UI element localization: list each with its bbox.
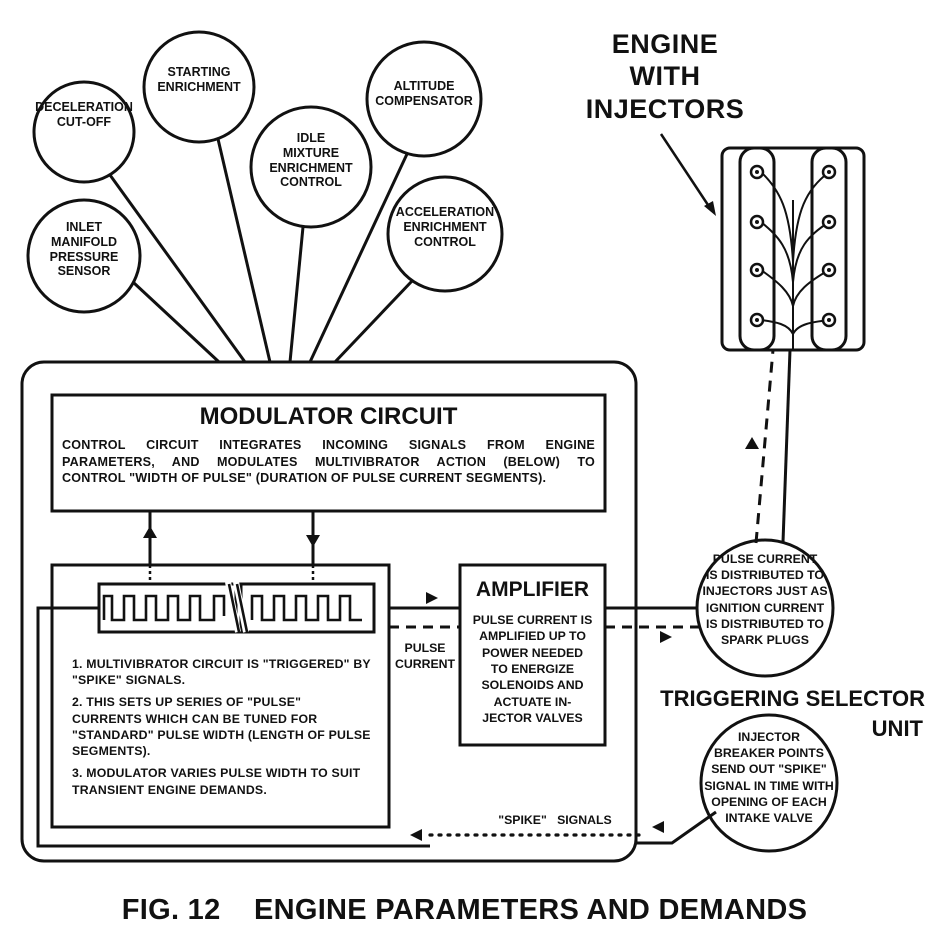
sensor-circle-deceleration	[32, 80, 136, 184]
amplifier-box	[458, 563, 607, 747]
multivibrator-text: 1. MULTIVIBRATOR CIRCUIT IS "TRIGGERED" …	[72, 657, 371, 797]
engine-bank-left	[738, 146, 776, 352]
sensor-line-starting	[216, 138, 272, 363]
modulator-text: CONTROL CIRCUIT INTEGRATES INCOMING SIGN…	[62, 438, 595, 486]
sensor-line-altitude	[308, 153, 409, 363]
pulse-waveform-box	[97, 582, 243, 634]
multivibrator-box	[50, 563, 391, 829]
spike-signals-label: "SPIKE" SIGNALS	[498, 813, 612, 827]
sensor-circle-altitude	[365, 40, 483, 158]
arrow-left-icon	[410, 829, 422, 841]
sensor-line-deceleration	[108, 174, 247, 363]
arrow-right-icon	[660, 631, 672, 643]
arrow-right-icon	[426, 592, 438, 604]
arrow-down-icon	[306, 535, 320, 547]
sensor-circle-inlet	[26, 198, 142, 314]
selector-label: TRIGGERING SELECTOR UNIT	[660, 686, 925, 741]
engine-bank-right	[810, 146, 848, 352]
arrow-up-icon	[745, 437, 759, 449]
modulator-title: MODULATOR CIRCUIT	[199, 403, 458, 430]
sensor-circle-idle	[249, 105, 373, 229]
outer-housing	[20, 360, 638, 863]
sensor-circle-acceleration	[386, 175, 504, 293]
sensor-line-inlet	[132, 281, 221, 364]
sensor-line-idle	[288, 226, 305, 363]
arrow-left-icon	[652, 821, 664, 833]
pulse-waveform	[102, 594, 362, 622]
figure-caption: FIG. 12 ENGINE PARAMETERS AND DEMANDS	[121, 894, 808, 926]
distribution-circle	[695, 538, 835, 678]
spike-return-line	[36, 606, 430, 848]
arrow-up-icon	[143, 526, 157, 538]
breaker-circle	[699, 713, 839, 853]
arrow-head-engine	[704, 201, 716, 216]
amplifier-title: AMPLIFIER	[475, 578, 590, 601]
sensor-line-acceleration	[333, 279, 414, 364]
sensor-circle-starting	[142, 30, 256, 144]
modulator-box	[50, 393, 607, 513]
